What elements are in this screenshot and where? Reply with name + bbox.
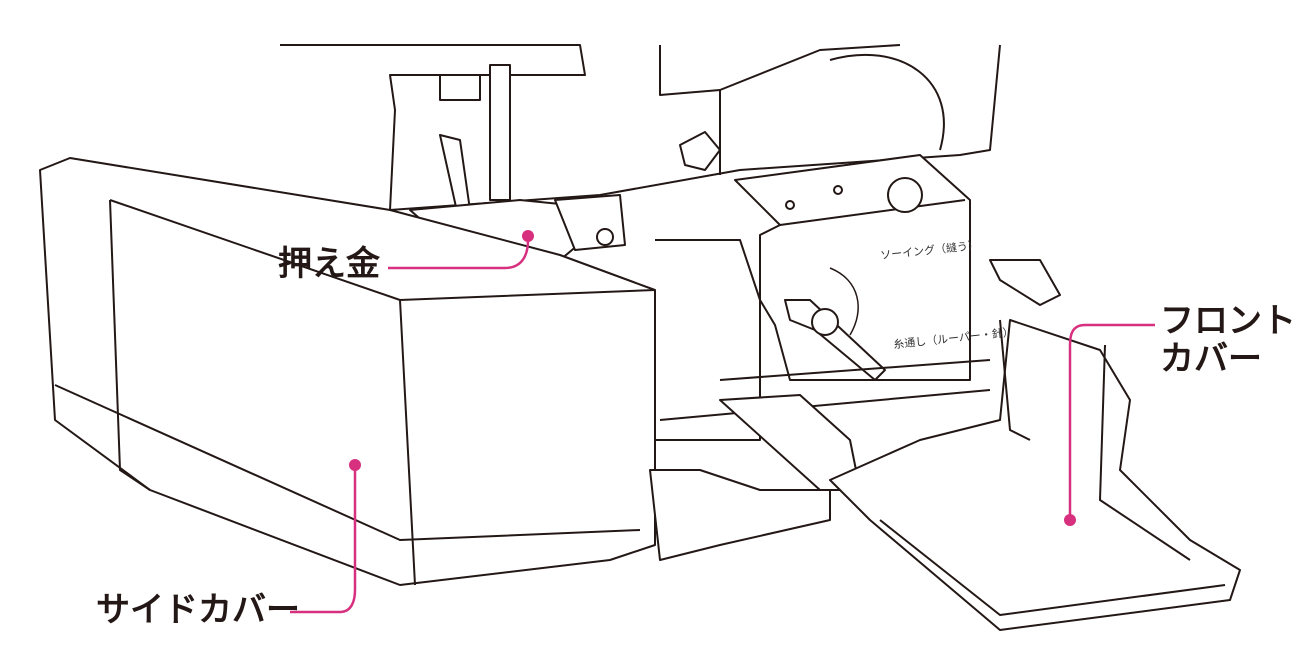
- presser-foot-marker: [522, 230, 534, 242]
- front-cover-leader: [1068, 323, 1155, 520]
- callout-front-cover-line1: フロント: [1160, 301, 1296, 341]
- callout-lines: [290, 239, 1155, 614]
- front-cover-marker: [1064, 514, 1076, 526]
- knob: [679, 131, 721, 171]
- needle-bar: [489, 64, 511, 201]
- presser-foot-leader: [388, 239, 530, 270]
- callout-front-cover-line2: カバー: [1160, 339, 1262, 379]
- front-cover-shape: [829, 319, 1241, 631]
- side-cover-shape: [39, 157, 656, 586]
- side-cover-leader: [290, 465, 357, 614]
- callout-presser-foot: 押え金: [278, 244, 380, 284]
- side-cover-marker: [349, 459, 361, 471]
- threading-lever: [784, 299, 886, 381]
- callout-side-cover: サイドカバー: [96, 590, 300, 630]
